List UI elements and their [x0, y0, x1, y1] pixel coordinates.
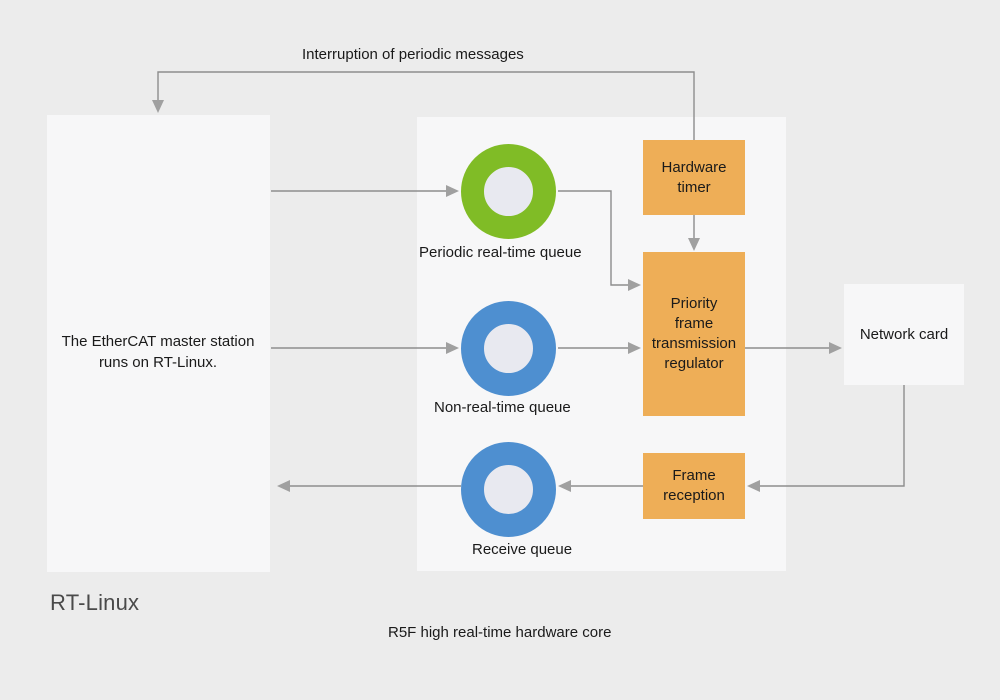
rtlinux-panel-caption: RT-Linux — [50, 590, 140, 615]
rtlinux-panel — [47, 115, 270, 572]
hardware-timer-box[interactable]: Hardware timer — [643, 140, 745, 215]
priority-frame-transmission-regulator-box[interactable]: Priority frame transmission regulator — [643, 252, 745, 416]
r5f-panel-caption: R5F high real-time hardware core — [388, 624, 612, 641]
frame-reception-label: Frame reception — [663, 466, 725, 506]
priority-regulator-label-line2: frame — [674, 315, 714, 333]
receive-queue-node[interactable] — [461, 442, 556, 537]
hardware-timer-label-line2: timer — [677, 178, 711, 196]
network-card-box[interactable]: Network card — [844, 284, 964, 385]
interruption-annotation-label: Interruption of periodic messages — [302, 46, 524, 63]
priority-regulator-label: Priority frame transmission regulator — [652, 294, 736, 373]
priority-regulator-label-line1: Priority — [670, 295, 718, 313]
rtlinux-panel-description: The EtherCAT master station runs on RT-L… — [61, 333, 255, 372]
hardware-timer-label-line1: Hardware — [661, 158, 727, 176]
non-real-time-queue-label: Non-real-time queue — [434, 399, 571, 416]
hardware-timer-label: Hardware timer — [661, 158, 726, 198]
network-card-label: Network card — [859, 325, 949, 343]
priority-regulator-label-line3: transmission — [651, 335, 737, 352]
frame-reception-box[interactable]: Frame reception — [643, 453, 745, 519]
periodic-real-time-queue-node[interactable] — [461, 144, 556, 239]
receive-queue-label: Receive queue — [472, 541, 573, 558]
non-real-time-queue-node[interactable] — [461, 301, 556, 396]
periodic-real-time-queue-label: Periodic real-time queue — [419, 244, 582, 261]
frame-reception-label-line1: Frame — [672, 467, 716, 485]
frame-reception-label-line2: reception — [663, 487, 725, 504]
priority-regulator-label-line4: regulator — [664, 354, 724, 372]
